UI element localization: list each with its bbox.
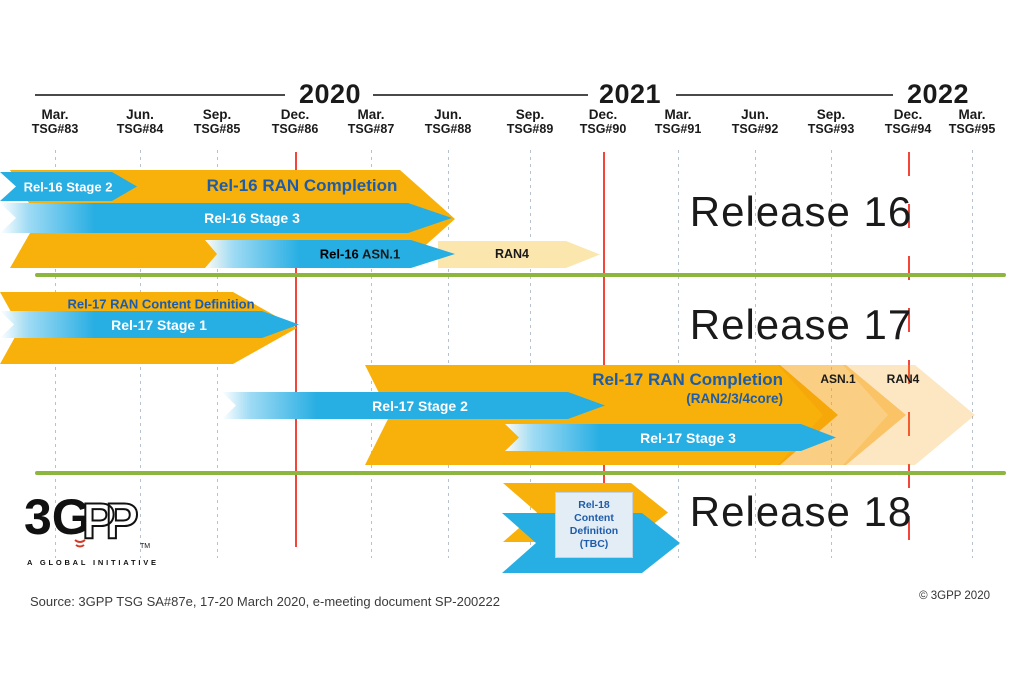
label-rel16-asn1: Rel-16 ASN.1 [320,247,400,262]
label-rel16-stage3: Rel-16 Stage 3 [204,210,300,226]
label-rel16-ran4: RAN4 [494,247,530,261]
gridline-tsg89 [530,150,531,558]
meeting-month: Dec. [893,107,923,122]
bar-rel17-stage2 [222,392,605,419]
meeting-label-tsg88: Jun.TSG#88 [402,107,494,137]
logo-tm-mark: TM [140,543,150,550]
meeting-tsg-number: TSG#85 [193,122,241,136]
meeting-month: Mar. [958,107,986,122]
rel18-box-line: Definition [569,525,619,537]
meeting-tsg-number: TSG#83 [31,122,79,136]
quarter-end-line-tsg86 [295,152,297,547]
meeting-label-tsg86: Dec.TSG#86 [249,107,341,137]
meeting-month: Mar. [41,107,69,122]
source-citation: Source: 3GPP TSG SA#87e, 17-20 March 202… [30,594,500,609]
bar-rel16-stage3 [0,203,452,233]
label-rel17-stage3: Rel-17 Stage 3 [640,430,736,446]
logo-pp-glyph: PP [82,493,137,549]
logo-red-wave [74,539,86,543]
3gpp-logo: 3G PP TM [24,489,150,550]
meeting-label-tsg87: Mar.TSG#87 [325,107,417,137]
meeting-tsg-number: TSG#86 [271,122,319,136]
release-18-title: Release 18 [689,488,913,535]
meeting-tsg-number: TSG#84 [116,122,164,136]
meeting-label-tsg85: Sep.TSG#85 [171,107,263,137]
gridline-tsg95 [972,150,973,558]
meeting-tsg-number: TSG#94 [884,122,932,136]
meeting-label-tsg94: Dec.TSG#94 [862,107,954,137]
rel18-box-line: (TBC) [579,538,609,550]
year-axis-line [676,94,893,96]
meeting-label-tsg93: Sep.TSG#93 [785,107,877,137]
meeting-month: Dec. [280,107,310,122]
release-16-title: Release 16 [689,188,913,235]
meeting-label-tsg83: Mar.TSG#83 [9,107,101,137]
label-rel17-stage1: Rel-17 Stage 1 [111,317,207,333]
label-rel17-asn1: ASN.1 [820,372,856,386]
meeting-month: Jun. [741,107,769,122]
bar-rel16-ran4 [438,241,600,268]
meeting-tsg-number: TSG#92 [731,122,779,136]
meeting-tsg-number: TSG#89 [506,122,554,136]
release17-separator-line [35,471,1006,475]
label-rel17-ran4: RAN4 [886,372,920,386]
meeting-month: Sep. [515,107,545,122]
bar-rel16-asn1 [205,240,455,268]
copyright-notice: © 3GPP 2020 [919,590,990,602]
meeting-label-tsg91: Mar.TSG#91 [632,107,724,137]
bar-rel16-stage2 [0,172,137,201]
year-label-2022: 2022 [906,79,970,109]
bar-rel17-stage3 [505,424,836,451]
label-rel17-ran-completion-line2: (RAN2/3/4core) [686,391,783,406]
gridline-tsg92 [755,150,756,558]
meeting-month: Mar. [357,107,385,122]
quarter-end-line-tsg94 [908,152,910,540]
meeting-label-tsg89: Sep.TSG#89 [484,107,576,137]
meeting-month: Jun. [434,107,462,122]
meeting-month: Mar. [664,107,692,122]
rel18-content-definition-box: Rel-18 Content Definition (TBC) [555,492,633,558]
meeting-tsg-number: TSG#95 [948,122,996,136]
release-17-title: Release 17 [689,301,913,348]
label-rel16-asn1-prefix: Rel-16 [319,246,359,262]
year-label-2021: 2021 [598,79,662,109]
meeting-tsg-number: TSG#91 [654,122,702,136]
year-label-2020: 2020 [298,79,362,109]
meeting-month: Jun. [126,107,154,122]
label-rel16-stage2: Rel-16 Stage 2 [23,179,113,195]
rel18-box-line: Rel-18 [578,499,610,511]
quarter-end-line-tsg90 [603,152,605,547]
logo-tagline: A GLOBAL INITIATIVE [27,558,159,567]
logo-red-wave [75,544,85,548]
label-rel16-asn1-suffix: ASN.1 [361,246,401,262]
label-rel17-ran-completion-line1: Rel-17 RAN Completion [592,370,783,389]
bar-rel17-stage1 [0,311,299,338]
label-rel16-ran-completion: Rel-16 RAN Completion [206,176,398,195]
label-rel17-content-definition: Rel-17 RAN Content Definition [67,296,255,312]
meeting-tsg-number: TSG#90 [579,122,627,136]
release16-separator-line [35,273,1006,277]
gridline-tsg93 [831,150,832,558]
year-axis-line [373,94,588,96]
gridline-tsg88 [448,150,449,558]
meeting-label-tsg92: Jun.TSG#92 [709,107,801,137]
meeting-month: Dec. [588,107,618,122]
label-rel17-stage2: Rel-17 Stage 2 [372,398,468,414]
logo-3g-glyph: 3G [24,489,91,545]
meeting-tsg-number: TSG#87 [347,122,395,136]
meeting-label-tsg84: Jun.TSG#84 [94,107,186,137]
rel18-box-line: Content [574,512,614,524]
year-axis-line [35,94,285,96]
meeting-month: Sep. [202,107,232,122]
gridline-tsg87 [371,150,372,558]
meeting-label-tsg90: Dec.TSG#90 [557,107,649,137]
meeting-tsg-number: TSG#88 [424,122,472,136]
meeting-tsg-number: TSG#93 [807,122,855,136]
label-rel17-ran-completion: Rel-17 RAN Completion (RAN2/3/4core) [483,370,783,407]
gridline-tsg91 [678,150,679,558]
meeting-month: Sep. [816,107,846,122]
meeting-label-tsg95: Mar.TSG#95 [926,107,1018,137]
